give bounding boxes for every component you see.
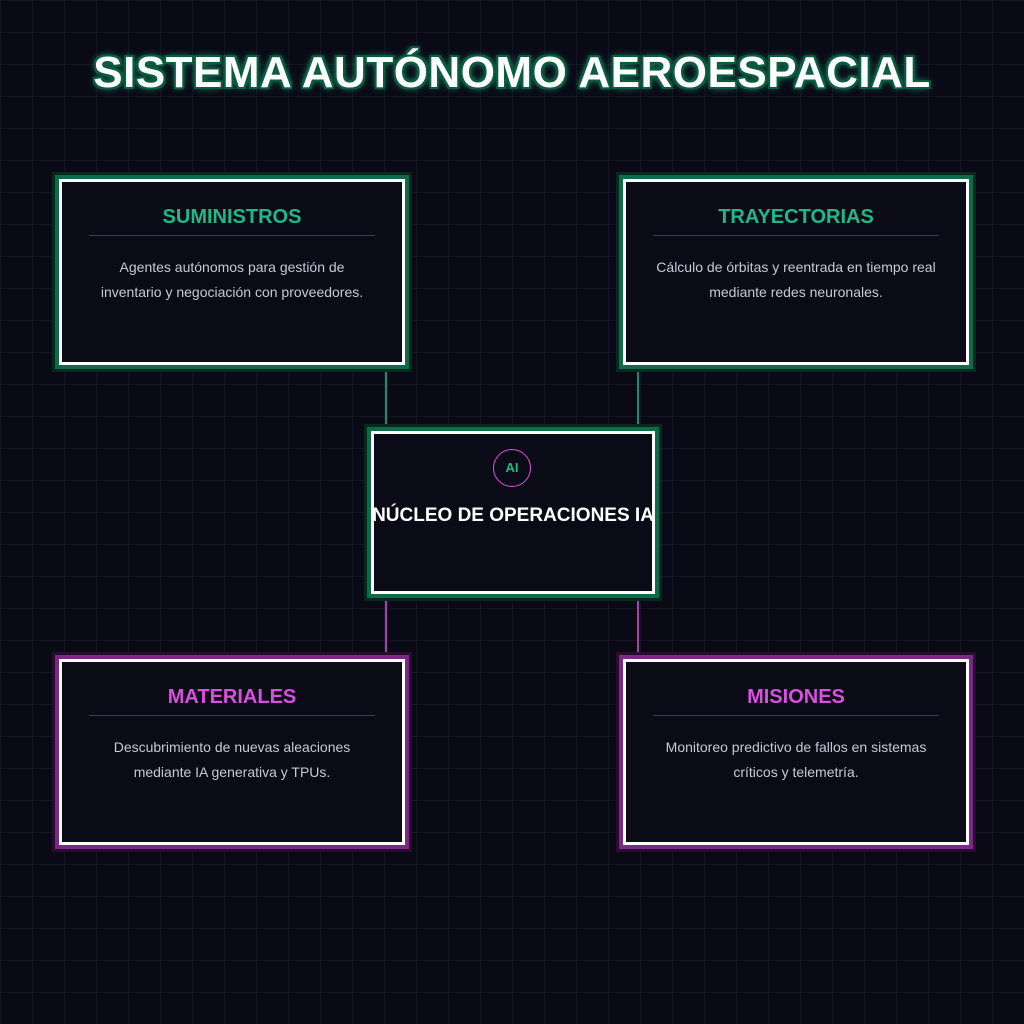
card-description: Monitoreo predictivo de fallos en sistem…	[665, 739, 927, 780]
card-title: SUMINISTROS	[162, 206, 302, 228]
card-materiales: MATERIALES Descubrimiento de nuevas alea…	[59, 659, 405, 845]
card-description: Descubrimiento de nuevas aleaciones medi…	[113, 739, 351, 780]
core-title: NÚCLEO DE OPERACIONES IA	[372, 505, 654, 526]
card-divider	[653, 715, 939, 716]
ai-badge-icon: AI	[493, 449, 531, 487]
card-divider	[89, 715, 375, 716]
card-trayectorias: TRAYECTORIAS Cálculo de órbitas y reentr…	[623, 179, 969, 365]
page-title: SISTEMA AUTÓNOMO AEROESPACIAL	[93, 48, 931, 97]
card-title: TRAYECTORIAS	[718, 206, 874, 228]
card-misiones: MISIONES Monitoreo predictivo de fallos …	[623, 659, 969, 845]
core-card: AI NÚCLEO DE OPERACIONES IA	[371, 431, 655, 594]
card-suministros: SUMINISTROS Agentes autónomos para gesti…	[59, 179, 405, 365]
card-description: Cálculo de órbitas y reentrada en tiempo…	[656, 259, 936, 300]
card-divider	[89, 235, 375, 236]
card-divider	[653, 235, 939, 236]
card-title: MISIONES	[747, 686, 845, 708]
card-title: MATERIALES	[167, 686, 297, 708]
card-description: Agentes autónomos para gestión de invent…	[100, 259, 364, 300]
